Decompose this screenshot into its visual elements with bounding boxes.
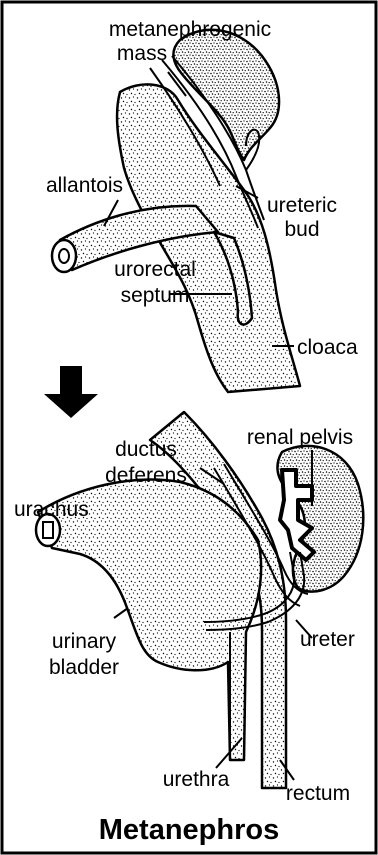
upper-stage: metanephrogenic mass allantois ureteric … (46, 18, 358, 392)
label-ductus-line2: deferens (105, 464, 187, 487)
label-urachus: urachus (14, 498, 89, 521)
label-urinary-line2: bladder (49, 656, 119, 679)
label-urorectal-line2: septum (121, 284, 190, 307)
label-urethra: urethra (163, 768, 230, 791)
figure-title: Metanephros (99, 814, 279, 846)
down-arrow-icon (44, 366, 98, 418)
urinary-bladder-shape (38, 480, 261, 760)
label-ureter: ureter (300, 628, 355, 651)
label-metanephrogenic-line2: mass (117, 42, 167, 65)
lower-stage: renal pelvis ductus deferens urachus ure… (14, 412, 363, 805)
allantois-lumen-inner (59, 249, 69, 263)
label-urinary-line1: urinary (52, 630, 117, 653)
label-cloaca: cloaca (297, 336, 358, 359)
label-ureteric-line1: ureteric (267, 194, 337, 217)
label-allantois: allantois (46, 174, 123, 197)
label-rectum: rectum (286, 782, 350, 805)
label-urorectal-line1: urorectal (114, 258, 196, 281)
label-renal-pelvis: renal pelvis (247, 426, 353, 449)
label-ureteric-line2: bud (284, 218, 319, 241)
label-metanephrogenic-line1: metanephrogenic (109, 18, 271, 41)
urachus-lumen-inner (43, 522, 53, 538)
label-ductus-line1: ductus (115, 438, 177, 461)
leader-urinary (114, 608, 128, 618)
